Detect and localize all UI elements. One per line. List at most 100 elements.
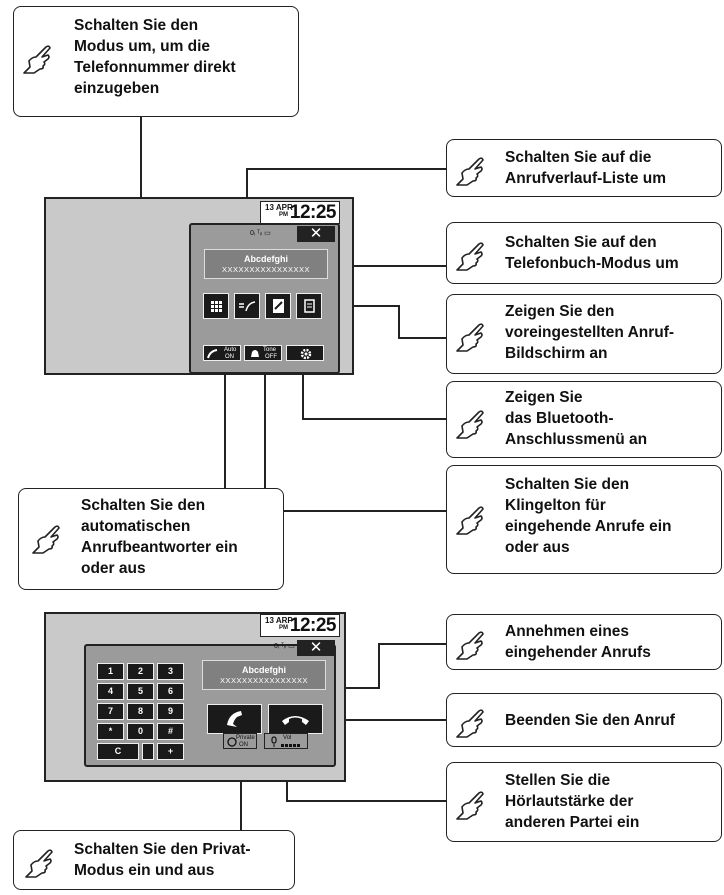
pointing-hand-icon	[456, 709, 484, 738]
pointing-hand-icon	[23, 45, 51, 74]
connector-line	[398, 305, 400, 339]
call-history-icon	[239, 301, 256, 312]
keypad-key[interactable]: 1	[97, 663, 124, 680]
call-history-button[interactable]	[234, 293, 260, 319]
pointing-hand-icon	[25, 849, 53, 878]
pointing-hand-icon	[456, 157, 484, 186]
callout-text: Schalten Sie auf die Anrufverlauf-Liste …	[505, 149, 667, 187]
tone-label: Tone	[263, 347, 277, 353]
connector-line	[302, 418, 446, 420]
contact-display: Abcdefghi XXXXXXXXXXXXXXXX	[202, 660, 326, 690]
keypad-key[interactable]: 3	[157, 663, 184, 680]
connector-line	[286, 800, 446, 802]
pointing-hand-icon	[456, 791, 484, 820]
pointing-hand-icon	[456, 323, 484, 352]
status-icons: 0ᵢ ᵀᵢₗ ▭	[274, 643, 295, 650]
callout-preset: Zeigen Sie den voreingestellten Anruf- B…	[446, 294, 722, 374]
connector-line	[326, 719, 446, 721]
answer-phone-icon	[227, 711, 242, 727]
keypad-key[interactable]: 4	[97, 683, 124, 700]
connector-line	[240, 754, 242, 830]
bluetooth-menu-button[interactable]	[286, 345, 324, 361]
clock-date: 13 APR	[265, 203, 293, 212]
private-state: ON	[239, 742, 248, 748]
volume-button[interactable]: Vol	[264, 733, 308, 749]
ringtone-button[interactable]: Tone OFF	[244, 345, 282, 361]
keypad-key[interactable]: 5	[127, 683, 154, 700]
close-icon: ✕	[309, 225, 323, 242]
pointing-hand-icon	[32, 525, 60, 554]
hang-up-icon	[282, 716, 309, 725]
preset-dial-button[interactable]	[296, 293, 322, 319]
keypad-key[interactable]: *	[97, 723, 124, 740]
callout-bluetooth: Zeigen Sie das Bluetooth- Anschlussmenü …	[446, 381, 722, 458]
auto-label: Auto	[224, 347, 237, 353]
callout-end-call: Beenden Sie den Anruf	[446, 693, 722, 747]
microphone-icon	[271, 736, 277, 747]
tone-state: OFF	[265, 354, 277, 360]
clock-display: 13 APR PM 12:25	[260, 201, 340, 224]
callout-ringtone: Schalten Sie den Klingelton für eingehen…	[446, 465, 722, 574]
contact-name: Abcdefghi	[244, 254, 288, 264]
callout-text: Schalten Sie den Klingelton für eingehen…	[505, 476, 672, 556]
auto-answer-button[interactable]: Auto ON	[203, 345, 241, 361]
connector-line	[224, 370, 226, 490]
pointing-hand-icon	[456, 506, 484, 535]
status-icons: 0ᵢ ᵀᵢₗ ▭	[250, 230, 271, 237]
connector-line	[264, 370, 266, 512]
contact-display: Abcdefghi XXXXXXXXXXXXXXXX	[204, 249, 328, 279]
keypad-key[interactable]: +	[157, 743, 184, 760]
callout-text: Schalten Sie den Privat- Modus ein und a…	[74, 841, 251, 879]
callout-text: Schalten Sie den automatischen Anrufbean…	[81, 497, 238, 577]
callout-private-mode: Schalten Sie den Privat- Modus ein und a…	[13, 830, 295, 890]
callout-text: Stellen Sie die Hörlautstärke der andere…	[505, 772, 640, 831]
keypad-icon	[211, 301, 222, 312]
callout-volume: Stellen Sie die Hörlautstärke der andere…	[446, 762, 722, 842]
keypad-key[interactable]	[142, 743, 154, 760]
pointing-hand-icon	[456, 410, 484, 439]
keypad-key[interactable]: 9	[157, 703, 184, 720]
keypad-key[interactable]: 7	[97, 703, 124, 720]
keypad-key[interactable]: 6	[157, 683, 184, 700]
phonebook-button[interactable]	[265, 293, 291, 319]
keypad-key[interactable]: 8	[127, 703, 154, 720]
keypad-key[interactable]: 2	[127, 663, 154, 680]
phonebook-icon	[273, 299, 284, 313]
callout-auto-answer: Schalten Sie den automatischen Anrufbean…	[18, 488, 284, 590]
bell-icon	[251, 350, 259, 357]
close-icon: ✕	[309, 639, 323, 656]
callout-text: Zeigen Sie den voreingestellten Anruf- B…	[505, 303, 675, 362]
auto-state: ON	[225, 354, 234, 360]
keypad-key-clear[interactable]: C	[97, 743, 139, 760]
contact-number: XXXXXXXXXXXXXXXX	[221, 265, 311, 274]
dial-mode-button[interactable]	[203, 293, 229, 319]
callout-text: Annehmen eines eingehender Anrufs	[505, 623, 651, 661]
callout-phonebook: Schalten Sie auf den Telefonbuch-Modus u…	[446, 222, 722, 284]
connector-line	[302, 362, 304, 420]
connector-line	[246, 168, 446, 170]
callout-call-history: Schalten Sie auf die Anrufverlauf-Liste …	[446, 139, 722, 197]
keypad-key[interactable]: #	[157, 723, 184, 740]
private-mode-button[interactable]: Private ON	[223, 733, 257, 749]
clock-display: 13 ARP PM 12:25	[260, 614, 340, 637]
connector-line	[264, 510, 446, 512]
private-icon	[227, 737, 237, 747]
pointing-hand-icon	[456, 631, 484, 660]
close-button[interactable]: ✕	[297, 640, 335, 656]
handset-icon	[207, 349, 218, 359]
connector-line	[378, 643, 380, 689]
gear-icon	[300, 348, 312, 360]
callout-direct-dial: Schalten Sie den Modus um, um die Telefo…	[13, 6, 299, 117]
answer-call-button[interactable]	[207, 704, 262, 734]
end-call-button[interactable]	[268, 704, 323, 734]
close-button[interactable]: ✕	[297, 226, 335, 242]
contact-number: XXXXXXXXXXXXXXXX	[219, 676, 309, 685]
clock-time: 12:25	[289, 615, 337, 636]
connector-line	[378, 643, 446, 645]
callout-text: Zeigen Sie das Bluetooth- Anschlussmenü …	[505, 389, 648, 448]
callout-text: Schalten Sie den Modus um, um die Telefo…	[74, 17, 236, 97]
callout-text: Beenden Sie den Anruf	[505, 712, 675, 729]
head-unit-call	[44, 612, 346, 782]
keypad-key[interactable]: 0	[127, 723, 154, 740]
preset-list-icon	[304, 299, 315, 313]
